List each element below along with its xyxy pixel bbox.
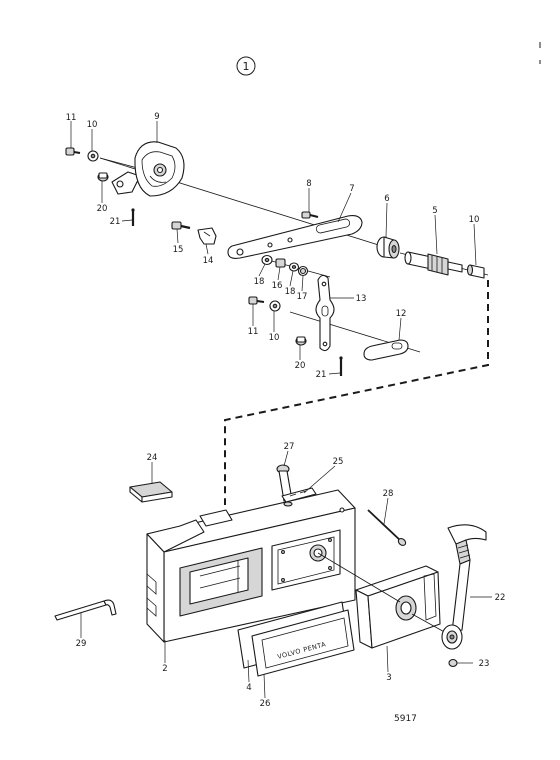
callout-12: 12	[396, 309, 407, 319]
callout-9: 9	[154, 112, 159, 122]
part-link-plate-13	[315, 274, 335, 352]
part-screw-and-washer-top	[65, 147, 99, 162]
part-pad-24	[129, 481, 173, 503]
part-front-cover: VOLVO PENTA	[237, 601, 355, 677]
part-screw-8	[301, 211, 319, 219]
callout-numbers: 11 10 9 20 21 15 14 8 7 6 5 10 18 16 18 …	[66, 112, 506, 709]
callout-20-middle: 20	[295, 361, 306, 371]
part-nut-23	[448, 658, 458, 668]
part-long-screw-28	[367, 509, 407, 546]
callout-11-middle: 11	[248, 327, 259, 337]
part-control-housing	[146, 489, 356, 643]
assembly-lines-lower	[317, 552, 449, 635]
part-lever-arm	[227, 215, 363, 259]
callout-17: 17	[297, 292, 308, 302]
callout-7: 7	[349, 184, 354, 194]
callout-21: 21	[110, 217, 121, 227]
part-slotted-link-12	[363, 339, 409, 361]
callout-18: 18	[254, 277, 265, 287]
callout-23: 23	[479, 659, 490, 669]
part-pin-top	[131, 208, 135, 226]
part-lever-hub	[111, 141, 185, 197]
callout-2: 2	[162, 664, 167, 674]
callout-25: 25	[333, 457, 344, 467]
callout-11: 11	[66, 113, 77, 123]
callout-14: 14	[203, 256, 214, 266]
part-nut-middle	[295, 336, 307, 346]
part-screw-and-washer-middle	[248, 296, 281, 312]
figure-number-label: 1	[243, 60, 250, 73]
part-cable-end-5	[404, 251, 463, 276]
connection-path-dashed	[224, 280, 489, 505]
part-pin-middle	[339, 356, 343, 376]
callout-21-middle: 21	[316, 370, 327, 380]
part-sleeve-6	[376, 236, 400, 259]
part-washers-row	[261, 254, 309, 277]
part-bracket-14	[197, 227, 217, 245]
part-nut-top	[97, 172, 109, 182]
callout-24: 24	[147, 453, 158, 463]
part-hex-key-29	[54, 599, 117, 621]
figure-number: 1	[236, 56, 256, 76]
figure-reference-number: 5917	[394, 714, 417, 724]
callout-15: 15	[173, 245, 184, 255]
part-screw-15	[171, 221, 191, 230]
callout-10-middle: 10	[269, 333, 280, 343]
callout-22: 22	[495, 593, 506, 603]
callout-29: 29	[76, 639, 87, 649]
part-end-cap-10	[466, 264, 485, 279]
callout-20: 20	[97, 204, 108, 214]
callout-18-second: 18	[285, 287, 296, 297]
callout-26: 26	[260, 699, 271, 709]
callout-16: 16	[272, 281, 283, 291]
callout-3: 3	[386, 673, 391, 683]
callout-6: 6	[384, 194, 389, 204]
callout-10: 10	[87, 120, 98, 130]
callout-4: 4	[246, 683, 251, 693]
part-handle-22	[441, 524, 487, 650]
callout-13: 13	[356, 294, 367, 304]
part-side-cover-3	[355, 565, 441, 649]
leader-lines	[70, 121, 492, 699]
callout-28: 28	[383, 489, 394, 499]
callout-8: 8	[306, 179, 311, 189]
part-label-25	[281, 487, 317, 503]
callout-27: 27	[284, 442, 295, 452]
callout-10-right: 10	[469, 215, 480, 225]
callout-5: 5	[432, 206, 437, 216]
